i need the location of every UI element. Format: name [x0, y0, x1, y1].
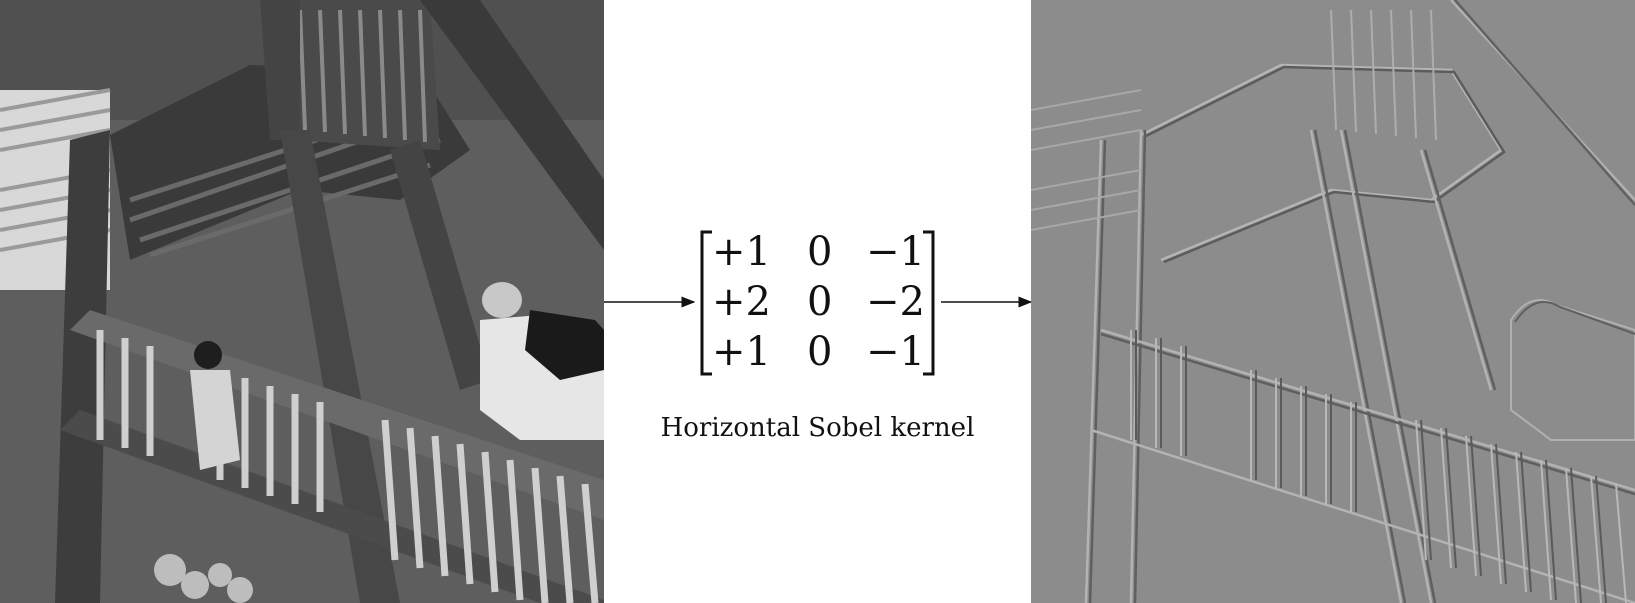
input-photo-graphic [0, 0, 604, 603]
kernel-diagram: +1 0 −1 +2 0 −2 +1 0 −1 [604, 229, 1031, 376]
kernel-cell: 0 [807, 329, 832, 375]
kernel-cell: −1 [866, 229, 925, 275]
kernel-area: +1 0 −1 +2 0 −2 +1 0 −1 Horizontal Sobel… [604, 0, 1031, 603]
matrix-right-bracket [923, 230, 935, 376]
kernel-caption: Horizontal Sobel kernel [660, 413, 975, 443]
kernel-cell: +2 [712, 279, 771, 325]
kernel-cell: −1 [866, 329, 925, 375]
kernel-cell: 0 [807, 229, 832, 275]
output-edge-image [1031, 0, 1635, 603]
kernel-cell: −2 [866, 279, 925, 325]
kernel-cell: +1 [712, 229, 771, 275]
matrix-left-bracket [700, 230, 712, 376]
kernel-cell: 0 [807, 279, 832, 325]
output-edge-graphic [1031, 0, 1635, 603]
input-photo [0, 0, 604, 603]
kernel-cell: +1 [712, 329, 771, 375]
